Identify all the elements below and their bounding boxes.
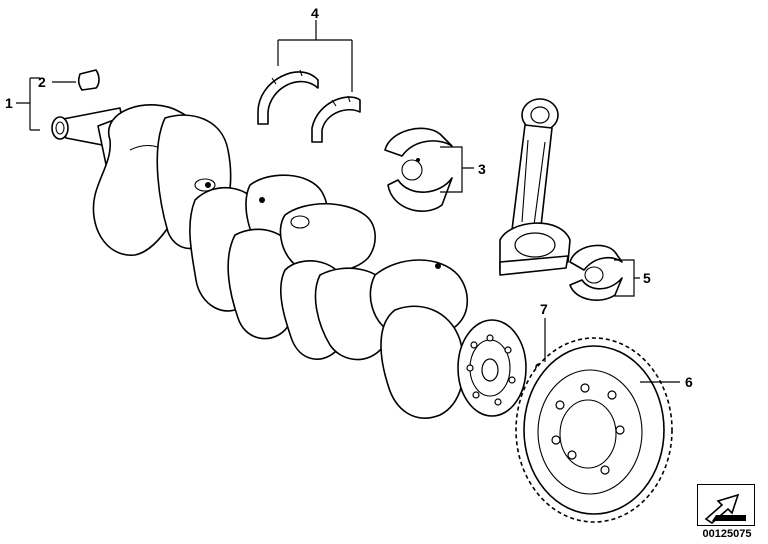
doc-number: 00125075: [702, 528, 752, 540]
rod-bearing-shells: [569, 244, 623, 301]
callout-5: 5: [643, 270, 651, 286]
callout-4: 4: [311, 5, 319, 21]
arrow-pointer-icon: [704, 493, 746, 525]
thrust-bearing-halves: [257, 69, 361, 143]
callout-7: 7: [540, 301, 548, 317]
callout-3: 3: [478, 161, 486, 177]
crankshaft: [51, 104, 527, 419]
callout-1: 1: [5, 95, 13, 111]
connecting-rod: [499, 98, 571, 276]
callout-6: 6: [685, 374, 693, 390]
woodruff-key: [77, 69, 100, 91]
callout-2: 2: [38, 74, 46, 90]
doc-reference-box: [697, 484, 755, 526]
leader-lines: [16, 20, 680, 383]
increment-wheel: [515, 337, 673, 523]
main-bearing-shells: [384, 127, 453, 212]
